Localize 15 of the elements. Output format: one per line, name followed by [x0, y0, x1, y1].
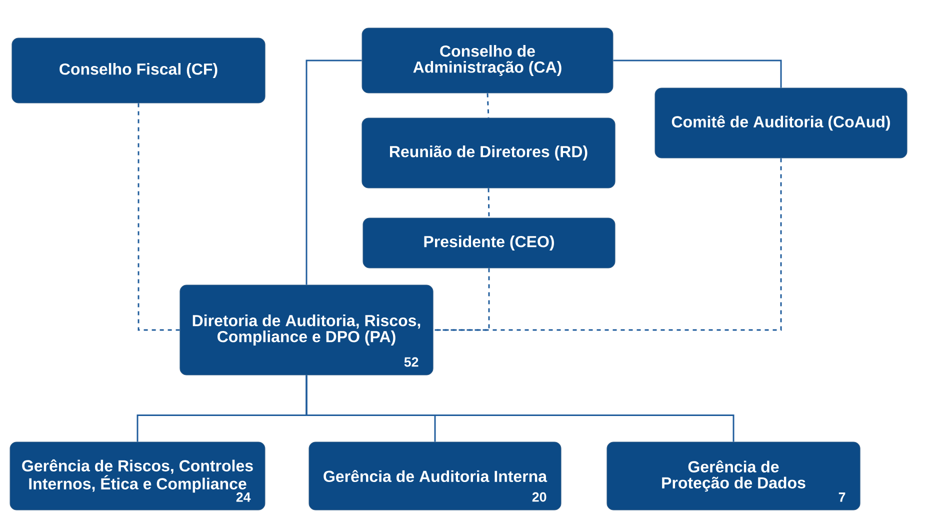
- headcount-number: 7: [838, 492, 846, 502]
- connector-line: [488, 188, 490, 218]
- connector-line: [433, 268, 490, 331]
- org-box: Conselho de Administração (CA): [362, 28, 614, 94]
- connector-line: [306, 60, 362, 285]
- org-box: Reunião de Diretores (RD): [362, 118, 616, 188]
- connector-line: [306, 375, 734, 442]
- headcount-number: 24: [236, 492, 251, 502]
- headcount-number: 20: [532, 492, 546, 502]
- org-box: Comitê de Auditoria (CoAud): [654, 88, 908, 158]
- org-box: Conselho Fiscal (CF): [12, 38, 266, 104]
- connector-line: [613, 60, 782, 88]
- org-box: Presidente (CEO): [362, 218, 616, 268]
- headcount-number: 52: [404, 357, 418, 367]
- connector-line: [138, 103, 180, 331]
